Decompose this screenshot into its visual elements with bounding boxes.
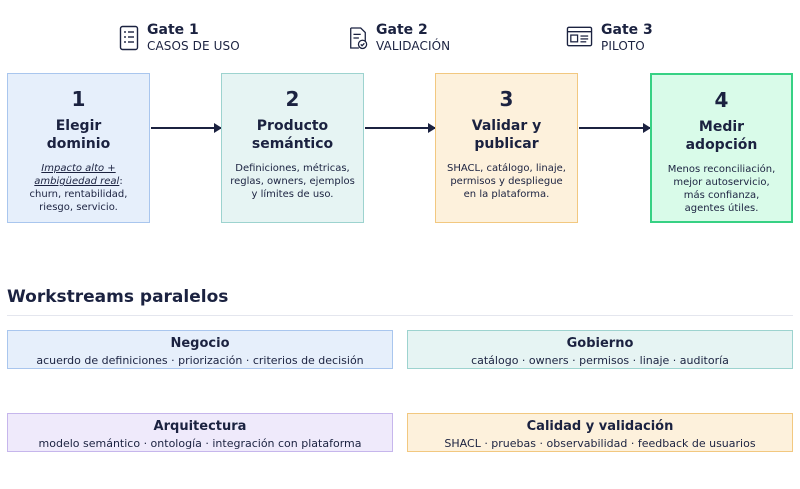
step-desc-line: SHACL, catálogo, linaje, [447,163,566,174]
gate-3: Gate 3 PILOTO [566,22,653,54]
step-number: 2 [285,87,300,111]
gate-title: Gate 1 [147,22,199,38]
step-title-line: Elegir [55,118,102,134]
step-desc-line: permisos y despliegue [450,176,563,187]
step-title-line: Producto [256,118,329,134]
section-title: Workstreams paralelos [7,287,229,307]
step-desc-line: más confianza, [683,190,760,201]
workstream-negocio: Negocio acuerdo de definiciones · priori… [7,330,393,369]
step-number: 4 [714,88,729,112]
workstream-title: Calidad y validación [526,419,674,434]
gate-2: Gate 2 VALIDACIÓN [348,22,450,54]
step-title-line: dominio [46,136,111,152]
step-title: Medir adopción [652,118,791,154]
workstream-arquitectura: Arquitectura modelo semántico · ontologí… [7,413,393,452]
document-check-icon [350,27,368,50]
step-title-line: semántico [251,136,334,152]
step-desc-line: Menos reconciliación, [667,164,776,175]
step-title-line: adopción [685,137,758,153]
step-desc-line: y límites de uso. [251,189,334,200]
workstream-desc: acuerdo de definiciones · priorización ·… [36,354,364,367]
step-description: Definiciones, métricas, reglas, owners, … [222,162,363,201]
step-validar-publicar: 3 Validar y publicar SHACL, catálogo, li… [435,73,578,223]
step-producto-semantico: 2 Producto semántico Definiciones, métri… [221,73,364,223]
gate-title: Gate 3 [601,22,653,38]
step-elegir-dominio: 1 Elegir dominio Impacto alto + ambigüed… [7,73,150,223]
workstream-calidad-validacion: Calidad y validación SHACL · pruebas · o… [407,413,793,452]
step-emphasis: Impacto alto + [41,163,116,174]
browser-window-icon [566,26,593,47]
gate-subtitle: CASOS DE USO [147,39,240,53]
step-desc-line: reglas, owners, ejemplos [230,176,355,187]
workstream-title: Negocio [170,336,230,351]
gate-title: Gate 2 [376,22,428,38]
step-number: 1 [71,87,86,111]
gate-subtitle: PILOTO [601,39,645,53]
flow-arrow [579,123,651,133]
gate-1: Gate 1 CASOS DE USO [119,22,240,54]
step-desc-line: mejor autoservicio, [673,177,770,188]
step-number: 3 [499,87,514,111]
step-desc-line: churn, rentabilidad, [29,189,128,200]
step-description: SHACL, catálogo, linaje, permisos y desp… [436,162,577,201]
workstream-desc: modelo semántico · ontología · integraci… [38,437,362,450]
step-description: Impacto alto + ambigüedad real: churn, r… [8,162,149,214]
step-title: Elegir dominio [8,117,149,153]
workstream-title: Arquitectura [153,419,247,434]
step-desc-line: Definiciones, métricas, [235,163,350,174]
step-emphasis-suffix: : [119,176,123,187]
step-desc-line: agentes útiles. [684,203,759,214]
gate-subtitle: VALIDACIÓN [376,39,451,53]
step-title-line: Validar y [471,118,542,134]
step-title-line: publicar [474,136,539,152]
step-emphasis: ambigüedad real [34,176,120,187]
workstream-title: Gobierno [566,336,634,351]
checklist-icon [119,25,139,51]
step-title-line: Medir [698,119,745,135]
divider [7,315,793,316]
flow-arrow [365,123,436,133]
workstream-desc: catálogo · owners · permisos · linaje · … [471,354,729,367]
step-desc-line: riesgo, servicio. [39,202,118,213]
workstream-desc: SHACL · pruebas · observabilidad · feedb… [444,437,756,450]
flow-arrow [151,123,222,133]
step-title: Producto semántico [222,117,363,153]
step-medir-adopcion: 4 Medir adopción Menos reconciliación, m… [650,73,793,223]
step-description: Menos reconciliación, mejor autoservicio… [652,163,791,215]
step-emphasis-line: ambigüedad real: [14,175,143,188]
step-desc-line: en la plataforma. [463,189,550,200]
workstream-gobierno: Gobierno catálogo · owners · permisos · … [407,330,793,369]
step-title: Validar y publicar [436,117,577,153]
